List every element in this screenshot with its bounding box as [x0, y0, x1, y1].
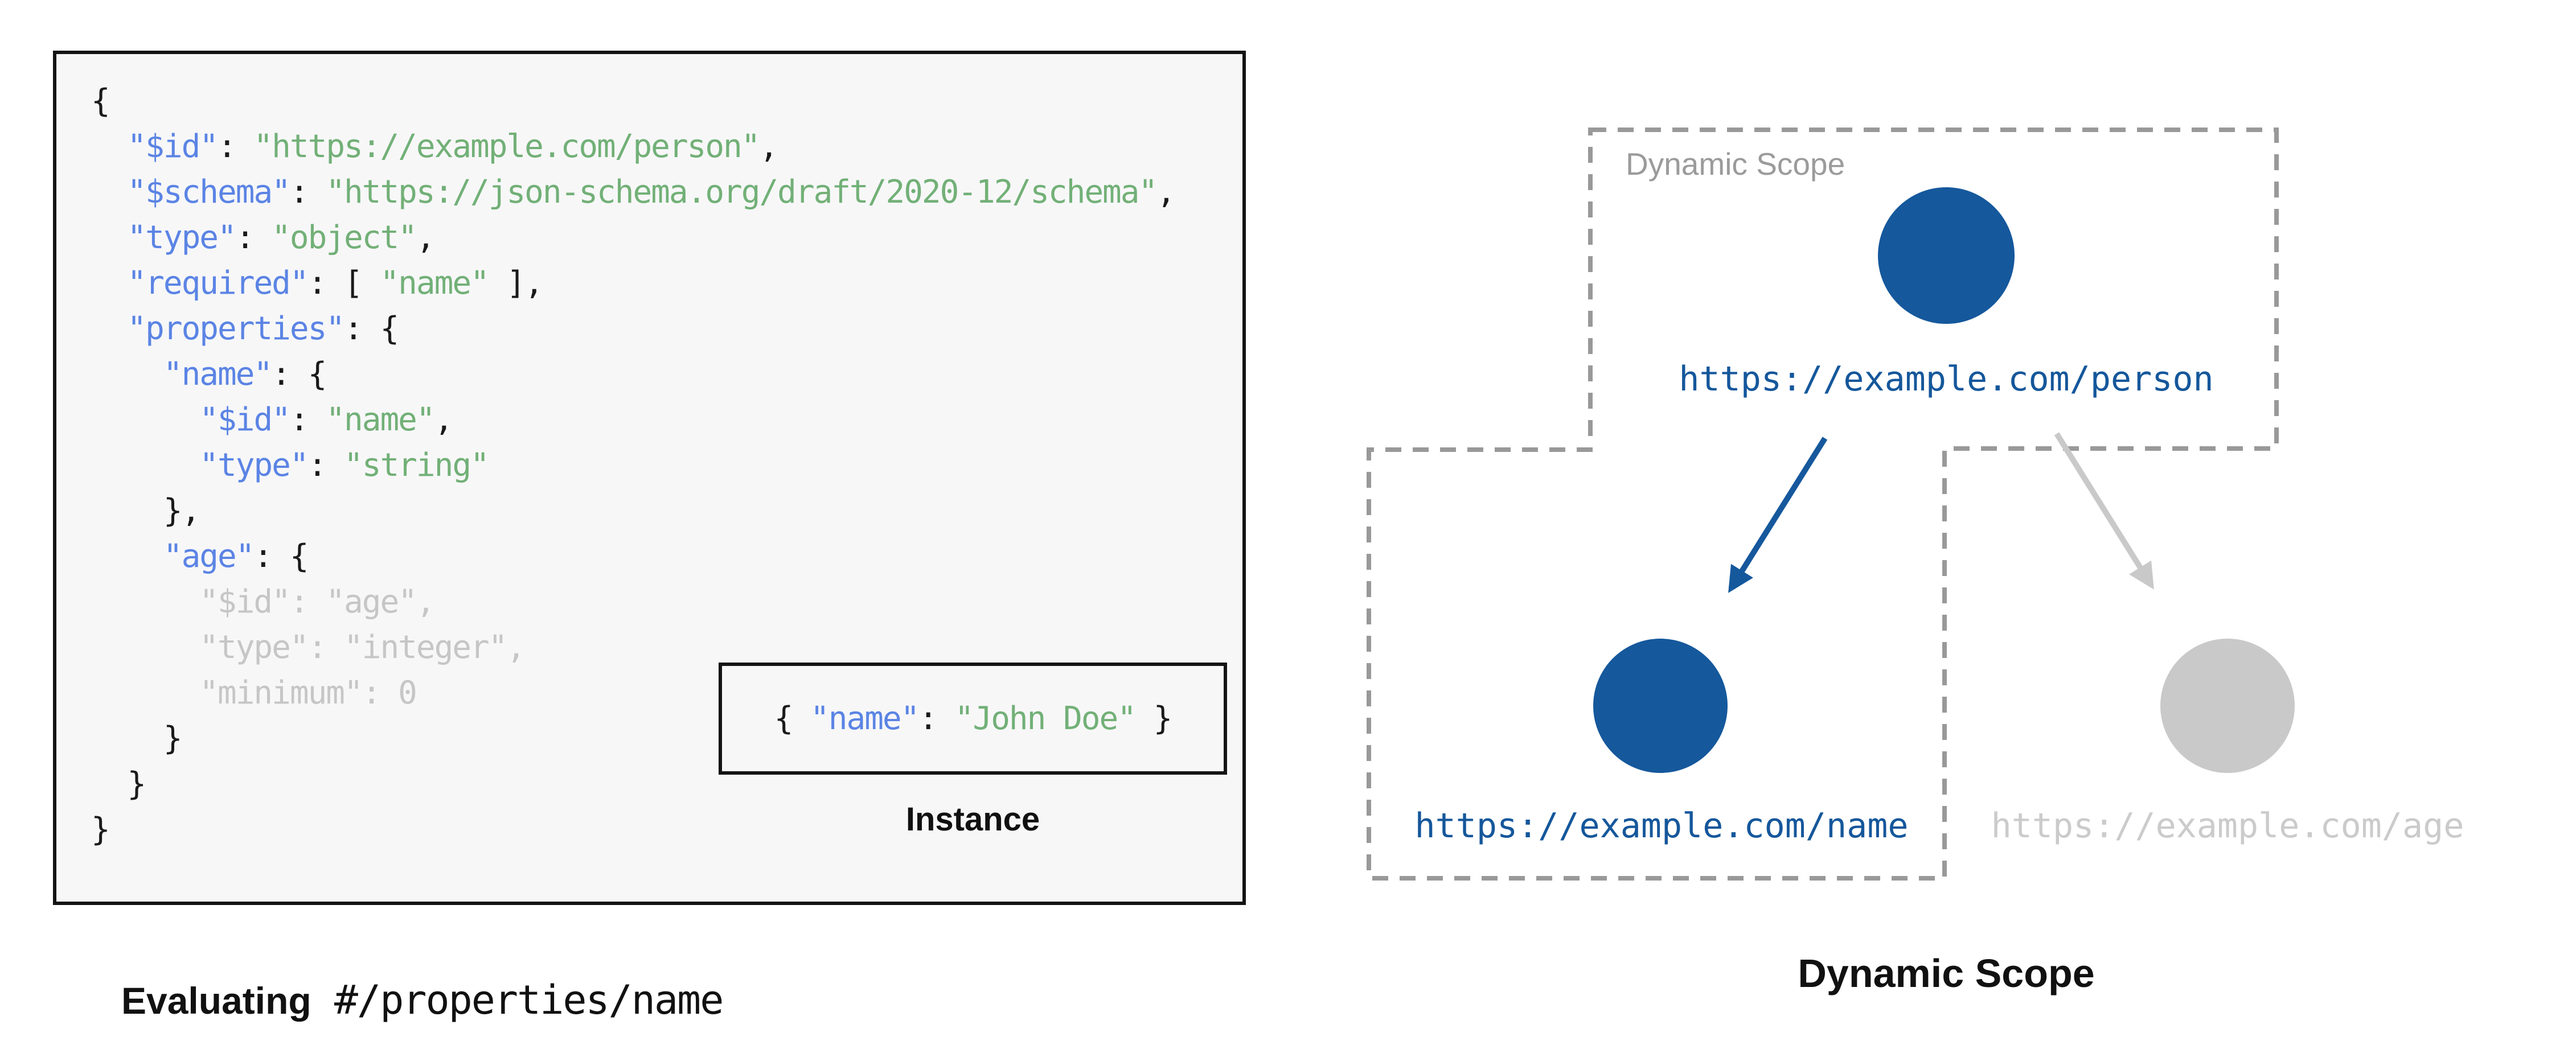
code-token: : — [218, 128, 254, 165]
code-token: { — [91, 83, 110, 120]
code-token: , — [1156, 174, 1176, 211]
name-node-circle — [1593, 639, 1728, 773]
code-token — [91, 265, 127, 302]
code-line: "name": { — [91, 352, 1175, 397]
schema-caption-bold: Evaluating — [121, 980, 311, 1022]
code-token: "name" — [380, 265, 489, 302]
code-token: "$id" — [199, 401, 291, 438]
code-token: "name" — [163, 356, 273, 393]
schema-caption: Evaluating #/properties/name — [121, 977, 724, 1023]
code-line: { — [91, 79, 1175, 124]
code-token: "name" — [326, 401, 435, 438]
code-line: }, — [91, 488, 1175, 534]
code-line: "type": "string" — [91, 443, 1175, 488]
dynamic-scope-region-label: Dynamic Scope — [1626, 146, 1845, 182]
person-node-circle — [1878, 187, 2015, 324]
code-token: : — [235, 219, 272, 256]
code-token: "required" — [127, 265, 309, 302]
code-token: }, — [91, 492, 200, 529]
code-token: } — [91, 720, 183, 757]
code-token: : — [289, 174, 326, 211]
code-token: "John Doe" — [954, 700, 1137, 737]
code-line: } — [91, 762, 1175, 807]
node-url-age: https://example.com/age — [1991, 806, 2464, 846]
code-token — [91, 356, 163, 393]
diagram-caption: Dynamic Scope — [1798, 951, 2095, 996]
code-line: "$schema": "https://json-schema.org/draf… — [91, 170, 1175, 215]
age-node-circle — [2160, 639, 2295, 773]
instance-box: { "name": "John Doe" } — [719, 663, 1227, 775]
code-token: } — [1135, 700, 1173, 737]
code-token: , — [759, 128, 778, 165]
code-token: : [ — [307, 265, 380, 302]
code-token: "type": "integer", — [91, 629, 526, 666]
code-token: "properties" — [127, 310, 345, 347]
code-token: "https://example.com/person" — [253, 128, 760, 165]
code-token: , — [416, 219, 436, 256]
code-line: "$id": "https://example.com/person", — [91, 124, 1175, 170]
code-token: : — [918, 700, 955, 737]
code-token — [91, 401, 199, 438]
code-token: , — [434, 401, 454, 438]
code-token: "type" — [127, 219, 236, 256]
code-token: : — [289, 401, 326, 438]
code-token: "age" — [163, 538, 255, 575]
code-line: "$id": "age", — [91, 579, 1175, 625]
code-token — [91, 310, 127, 347]
code-token: "type" — [199, 447, 309, 484]
code-token: { — [774, 700, 811, 737]
instance-code: { "name": "John Doe" } — [774, 700, 1173, 737]
code-token: "minimum": 0 — [91, 674, 417, 711]
code-line: "age": { — [91, 534, 1175, 579]
code-token: "object" — [272, 219, 417, 256]
code-token: "https://json-schema.org/draft/2020-12/s… — [326, 174, 1158, 211]
code-token: : — [307, 447, 344, 484]
node-url-name: https://example.com/name — [1414, 806, 1909, 846]
code-line: "minimum": 0 — [91, 671, 1175, 716]
schema-code: { "$id": "https://example.com/person", "… — [91, 79, 1176, 853]
code-token: : { — [253, 538, 309, 575]
node-url-person: https://example.com/person — [1679, 359, 2214, 399]
code-line: } — [91, 807, 1175, 853]
code-line: "$id": "name", — [91, 397, 1175, 443]
code-line: "type": "object", — [91, 215, 1175, 261]
code-line: "required": [ "name" ], — [91, 261, 1175, 306]
code-token — [91, 174, 127, 211]
code-line: "type": "integer", — [91, 625, 1175, 671]
code-token — [91, 219, 127, 256]
code-token: : { — [272, 356, 327, 393]
arrow-person-to-age — [2054, 432, 2154, 590]
code-token: "$id": "age", — [91, 583, 435, 620]
code-token: : { — [344, 310, 399, 347]
schema-caption-path: #/properties/name — [334, 977, 724, 1023]
code-token: ], — [488, 265, 543, 302]
code-token: } — [91, 811, 110, 848]
code-line: "properties": { — [91, 306, 1175, 352]
code-line: } — [91, 716, 1175, 762]
code-token — [91, 128, 127, 165]
code-token — [91, 447, 199, 484]
arrow-person-to-name — [1728, 437, 1828, 593]
schema-caption-pointer — [311, 977, 334, 1023]
code-token: } — [91, 766, 146, 803]
code-token: "$schema" — [127, 174, 290, 211]
code-token — [91, 538, 163, 575]
dynamic-scope-boundary — [1367, 127, 2279, 881]
code-token: "name" — [810, 700, 920, 737]
instance-label: Instance — [905, 801, 1040, 838]
code-token: "string" — [344, 447, 490, 484]
code-token: "$id" — [127, 128, 219, 165]
